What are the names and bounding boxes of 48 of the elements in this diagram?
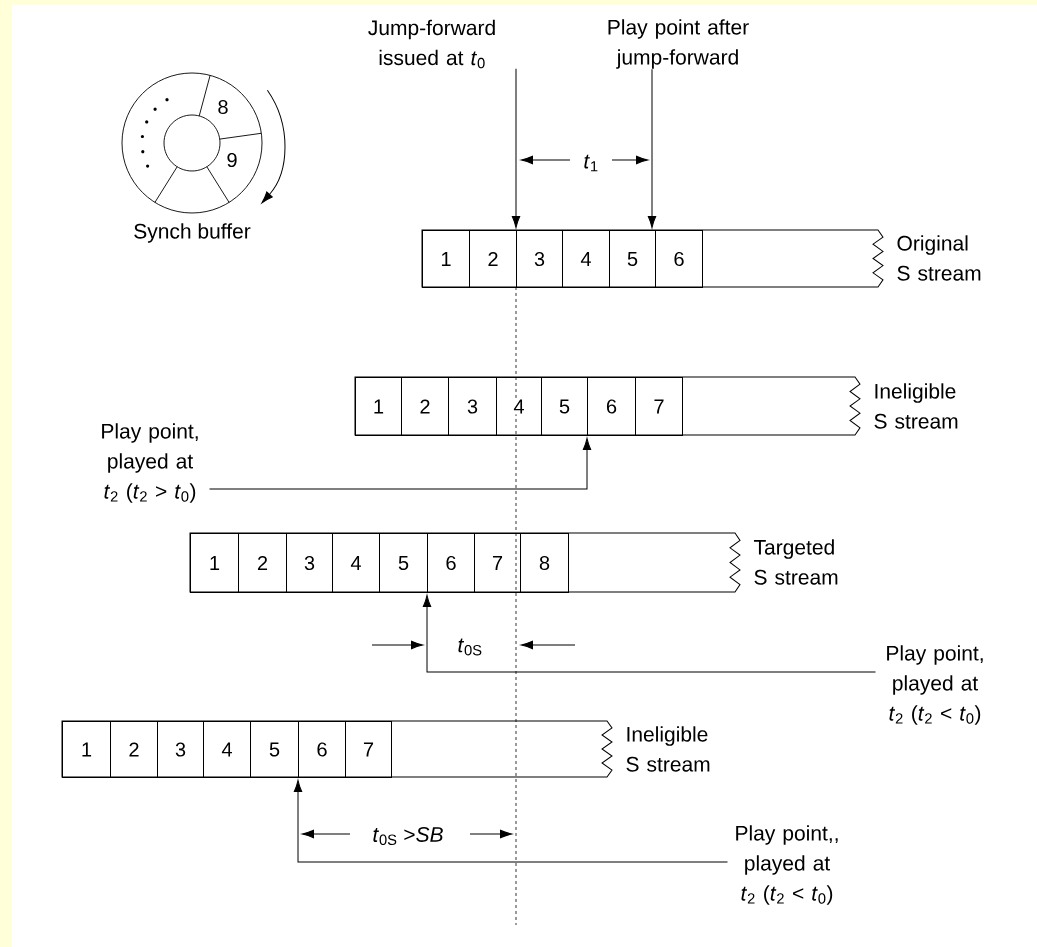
stream-label: Original S stream — [897, 235, 981, 281]
stream-cell: 3 — [448, 377, 497, 436]
leader-line — [209, 437, 592, 490]
callout-text: Play point, played at t$_{2}$ (t$_{2}$ < t$_{0}$) — [887, 645, 983, 725]
dimension-label: t$_{0S}$ >SB — [373, 827, 443, 845]
stream-cell: 6 — [655, 230, 703, 288]
segment-number: 8 — [218, 99, 228, 115]
stream-label: Targeted S stream — [754, 539, 838, 585]
stream-cell: 6 — [587, 377, 636, 436]
stream-cell: 5 — [541, 377, 588, 436]
leader-line — [293, 779, 728, 863]
stream-cell: 2 — [469, 230, 517, 288]
stream-cell: 8 — [520, 533, 569, 593]
caption: Synch buffer — [134, 223, 251, 243]
stream-cell: 2 — [110, 721, 158, 778]
dimension-label: t$_{0S}$ — [458, 638, 482, 656]
stream-label: Ineligible S stream — [626, 726, 710, 772]
callout-text: Play point after jump-forward — [608, 19, 749, 69]
stream-cell: 3 — [157, 721, 204, 778]
stream-cell: 4 — [203, 721, 251, 778]
stream-cell: 1 — [355, 377, 402, 436]
stream-cell: 6 — [427, 533, 475, 593]
dimension-label: t$_{1}$ — [584, 154, 598, 172]
stream-label: Ineligible S stream — [874, 383, 958, 429]
callout-text: Play point, played at t$_{2}$ (t$_{2}$ > t$_{0}$) — [102, 423, 198, 503]
arrow — [647, 68, 657, 229]
stream-cell: 7 — [635, 377, 683, 436]
stream-cell: 3 — [286, 533, 333, 593]
stream-cell: 4 — [496, 377, 542, 436]
stream-cell: 5 — [609, 230, 656, 288]
stream-cell: 1 — [62, 721, 111, 778]
leader-line — [422, 594, 876, 673]
segment-number: 9 — [227, 152, 237, 168]
stream-cell: 5 — [379, 533, 428, 593]
stream-cell: 5 — [250, 721, 299, 778]
stream-cell: 7 — [474, 533, 521, 593]
stream-cell: 1 — [422, 230, 470, 288]
arrow — [511, 68, 521, 229]
stream-cell: 1 — [190, 533, 239, 593]
stream-cell: 7 — [345, 721, 392, 778]
callout-text: Jump-forward issued at t$_{0}$ — [368, 19, 495, 69]
stream-cell: 4 — [562, 230, 610, 288]
stream-cell: 6 — [298, 721, 346, 778]
callout-text: Play point,, played at t$_{2}$ (t$_{2}$ < t$_{0}$) — [736, 825, 838, 905]
stream-cell: 2 — [238, 533, 287, 593]
stream-cell: 4 — [332, 533, 380, 593]
stream-cell: 3 — [516, 230, 563, 288]
stream-cell: 2 — [401, 377, 449, 436]
